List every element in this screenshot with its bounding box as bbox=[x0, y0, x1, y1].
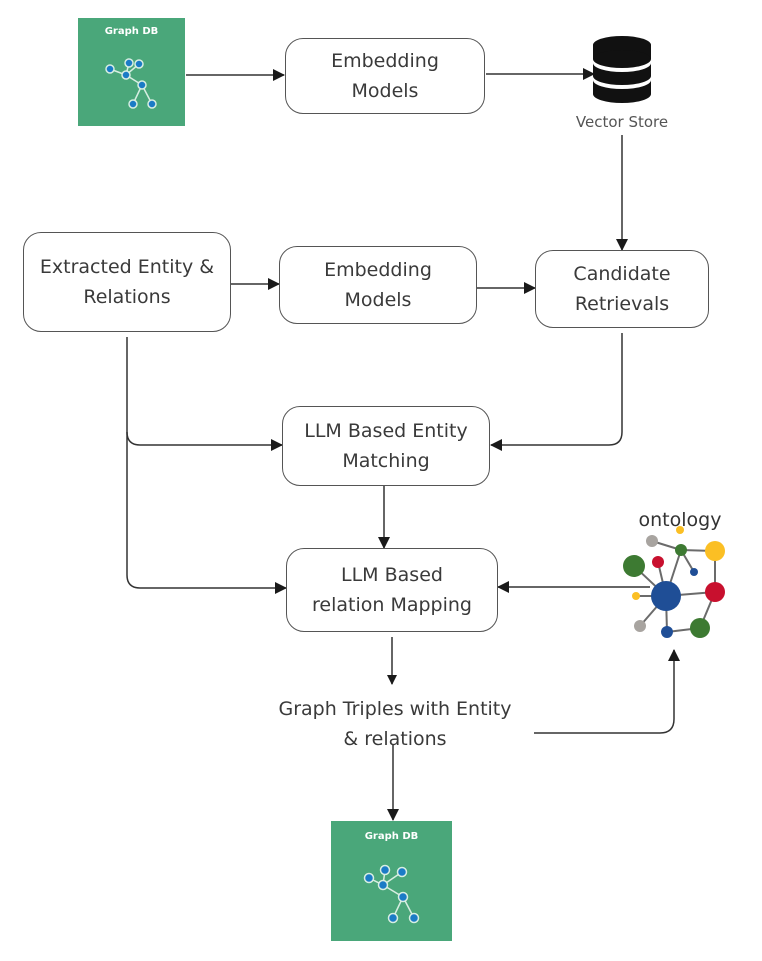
graph-network-icon bbox=[105, 58, 157, 109]
vector-store-label: Vector Store bbox=[575, 113, 669, 131]
llm-entity-matching-node: LLM Based Entity Matching bbox=[282, 406, 490, 486]
ontology-label: ontology bbox=[638, 509, 722, 531]
graph-db-title: Graph DB bbox=[104, 26, 159, 37]
edge-triples-to-ontology bbox=[534, 649, 680, 734]
graph-network-icon bbox=[363, 864, 420, 924]
node-label-line1: Embedding bbox=[324, 259, 432, 281]
node-label-line2: Matching bbox=[342, 450, 430, 472]
node-label-line2: Models bbox=[351, 80, 419, 102]
graph-db-title: Graph DB bbox=[364, 831, 419, 842]
embedding-models-top-node: Embedding Models bbox=[285, 38, 485, 114]
edge-extracted-to-relation-mapping bbox=[126, 432, 287, 594]
node-label-line1: Embedding bbox=[331, 50, 439, 72]
node-label-line1: Extracted Entity & bbox=[39, 256, 215, 278]
ontology-nodes bbox=[623, 526, 725, 638]
edge-extracted-to-entity-matching bbox=[126, 337, 283, 451]
node-label-line2: Relations bbox=[83, 286, 171, 308]
graph-db-top: Graph DB bbox=[78, 18, 185, 126]
node-label-line2: & relations bbox=[343, 728, 447, 750]
node-label-line1: LLM Based bbox=[341, 564, 443, 586]
llm-relation-mapping-node: LLM Based relation Mapping bbox=[286, 548, 498, 632]
node-label-line1: Candidate bbox=[573, 263, 671, 285]
graph-triples-node: Graph Triples with Entity & relations bbox=[250, 694, 540, 754]
node-label-line2: relation Mapping bbox=[312, 594, 472, 616]
graph-db-bottom: Graph DB bbox=[331, 821, 452, 941]
node-label-line1: LLM Based Entity bbox=[304, 420, 468, 442]
extracted-entity-node: Extracted Entity & Relations bbox=[23, 232, 231, 332]
node-label-line2: Models bbox=[344, 289, 412, 311]
candidate-retrievals-node: Candidate Retrievals bbox=[535, 250, 709, 328]
node-label-line1: Graph Triples with Entity bbox=[278, 698, 512, 720]
edge-candidate-to-entity-matching bbox=[490, 333, 623, 451]
embedding-models-mid-node: Embedding Models bbox=[279, 246, 477, 324]
node-label-line2: Retrievals bbox=[574, 293, 670, 315]
database-icon bbox=[593, 36, 651, 103]
